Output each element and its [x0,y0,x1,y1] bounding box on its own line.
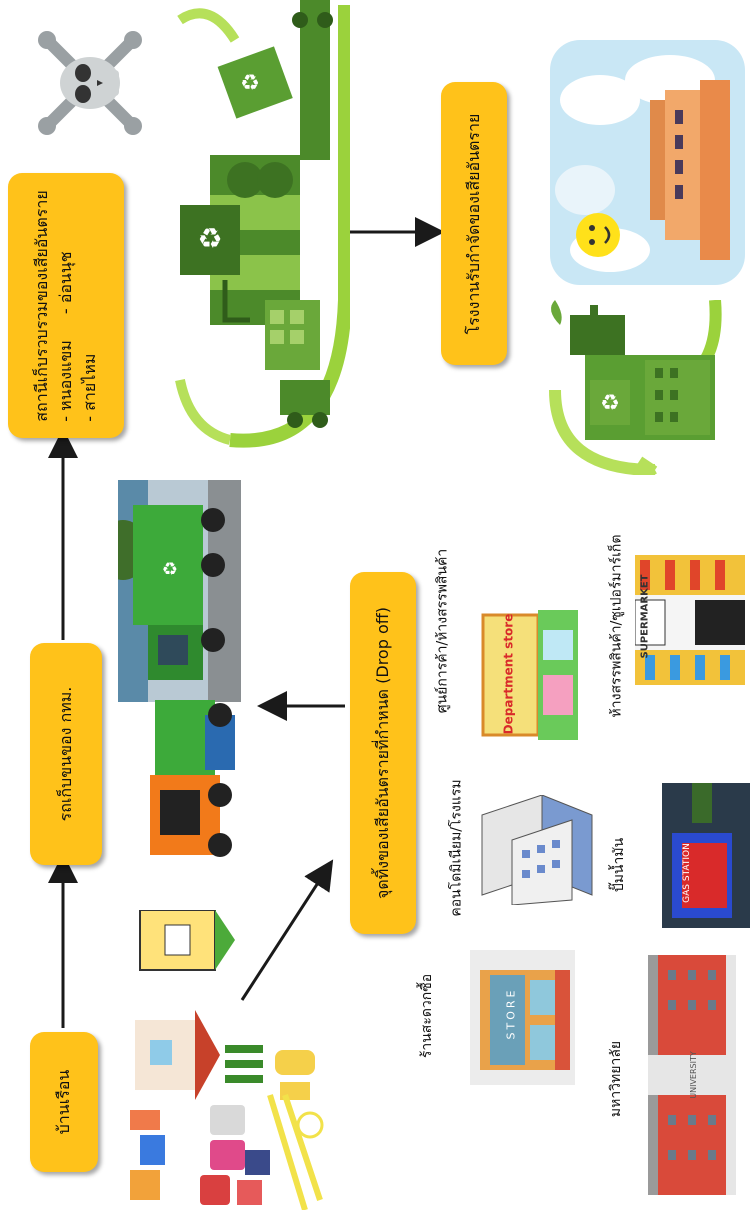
eco-factory-illustration: ♻ [549,300,722,475]
svg-text:♻: ♻ [162,559,178,580]
supermarket-illustration: SUPERMARKET [634,555,745,685]
svg-text:♻: ♻ [197,222,222,255]
convenience-store-label: ร้านสะดวกซื้อ [419,973,436,1059]
collection-station-title: สถานีเก็บรวบรวมของเสียอันตราย [32,189,51,422]
skull-crossbones-icon [38,31,142,135]
collection-station-box: สถานีเก็บรวบรวมของเสียอันตราย - หนองแขม … [8,173,124,438]
supermarket-sign: SUPERMARKET [639,574,651,659]
university-sign: UNIVERSITY [689,1051,698,1099]
factory-clouds-illustration [550,40,745,285]
gas-station-sign: GAS STATION [681,843,692,903]
orange-garbage-truck-illustration [150,700,235,857]
condominium-illustration [481,795,593,905]
bma-truck-box: รถเก็บขนของ กทม. [30,643,102,865]
collection-item: - หนองแขม [56,339,75,422]
university-illustration: UNIVERSITY [648,955,736,1195]
convenience-store-illustration: STORE [470,950,575,1085]
svg-text:♻: ♻ [240,71,260,96]
svg-text:♻: ♻ [600,391,620,416]
recycling-plant-illustration: ♻ ♻ [175,0,350,448]
department-store-sign: Department store [501,613,516,735]
drop-off-label: จุดทิ้งของเสียอันตรายที่กำหนด (Drop off) [373,606,392,900]
condominium-label: คอนโดมิเนียม/โรงแรม [448,779,465,917]
household-box: บ้านเรือน [30,1032,98,1172]
supermarket-label: ห้างสรรพสินค้า/ซูเปอร์มาร์เก็ต [608,534,625,718]
gas-station-label: ปั๊มน้ำมัน [611,837,628,893]
department-store-label: ศูนย์การค้า/ห้างสรรพสินค้า [434,548,451,714]
collection-item: - อ่อนนุช [56,250,75,314]
bma-truck-label: รถเก็บขนของ กทม. [56,686,75,822]
disposal-plant-box: โรงงานรับกำจัดของเสียอันตราย [441,82,507,365]
green-garbage-truck-illustration: ♻ [118,480,241,702]
department-store-illustration: Department store [478,605,583,745]
store-sign: STORE [504,987,518,1040]
drop-off-box: จุดทิ้งของเสียอันตรายที่กำหนด (Drop off) [350,572,416,934]
arrow-household-to-dropoff [240,859,334,1001]
disposal-plant-label: โรงงานรับกำจัดของเสียอันตราย [464,113,483,334]
household-hazardous-items-illustration [130,910,324,1210]
collection-station-text: สถานีเก็บรวบรวมของเสียอันตราย - หนองแขม … [30,190,102,421]
university-label: มหาวิทยาลัย [608,1040,625,1118]
gas-station-illustration: GAS STATION [662,783,750,928]
collection-item: - สายไหม [80,353,99,422]
household-label: บ้านเรือน [54,1069,73,1135]
